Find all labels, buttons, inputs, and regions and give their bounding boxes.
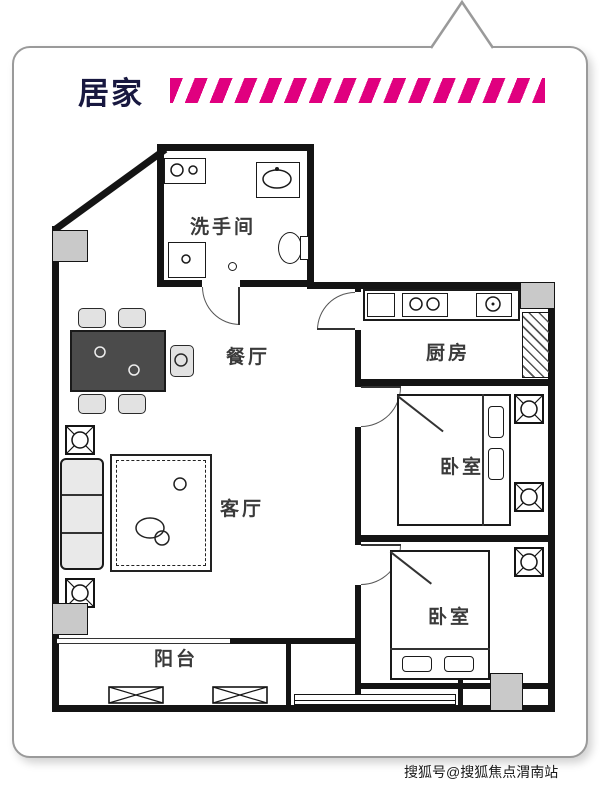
bedroom1-door-leaf bbox=[361, 386, 401, 388]
wall-bathroom-bottom-a bbox=[157, 280, 202, 287]
bottom-window-band bbox=[294, 694, 456, 705]
wall-outer-right bbox=[548, 282, 555, 712]
wall-kitchen-bedroom1 bbox=[361, 379, 555, 386]
toilet-bowl bbox=[278, 232, 302, 264]
washing-machine bbox=[164, 158, 206, 184]
wall-entry-diagonal bbox=[54, 146, 168, 232]
dining-chair bbox=[78, 308, 106, 328]
room-label-kitchen: 厨房 bbox=[426, 343, 471, 364]
wall-pier bbox=[52, 603, 88, 635]
wall-bathroom-left bbox=[157, 144, 164, 287]
bathroom-door-arc bbox=[202, 287, 240, 325]
living-rug bbox=[110, 454, 212, 572]
decor-box bbox=[65, 425, 95, 455]
kitchen-door-leaf bbox=[317, 328, 355, 330]
pillow bbox=[488, 406, 504, 438]
decor-box bbox=[65, 578, 95, 608]
room-label-balcony: 阳台 bbox=[154, 649, 199, 670]
toilet-tank bbox=[300, 236, 309, 260]
bathroom-sink bbox=[256, 162, 300, 198]
bedroom1-door-arc bbox=[361, 387, 401, 427]
room-label-bedroom-1: 卧室 bbox=[440, 457, 485, 478]
speech-bubble-pointer bbox=[429, 0, 495, 49]
room-label-bedroom-2: 卧室 bbox=[428, 607, 473, 628]
bed-headboard-line bbox=[390, 648, 490, 650]
kitchen-appliance bbox=[367, 293, 395, 317]
balcony-sliding-window bbox=[57, 638, 230, 644]
bathroom-door-leaf bbox=[238, 287, 240, 325]
stove bbox=[402, 293, 448, 317]
wall-spine-b bbox=[355, 330, 361, 387]
wall-outer-left bbox=[52, 226, 59, 705]
nightstand bbox=[514, 394, 544, 424]
dining-chair bbox=[118, 308, 146, 328]
wall-outer-bottom bbox=[52, 705, 555, 712]
wall-pier bbox=[520, 282, 555, 309]
room-label-dining: 餐厅 bbox=[226, 347, 271, 368]
kitchen-door-arc bbox=[317, 292, 355, 330]
sofa-cushion-line bbox=[62, 532, 102, 534]
page-title: 居家 bbox=[78, 76, 144, 111]
room-label-bathroom: 洗手间 bbox=[190, 217, 257, 238]
wall-bathroom-right bbox=[307, 144, 314, 289]
shower-tray bbox=[168, 242, 206, 278]
bedroom2-door-leaf bbox=[361, 544, 401, 546]
title-stripes-decoration bbox=[170, 78, 545, 103]
floor-drain bbox=[228, 262, 237, 271]
wall-pier bbox=[490, 673, 523, 711]
watermark-text: 搜狐号@搜狐焦点渭南站 bbox=[404, 764, 559, 780]
wall-living-balcony bbox=[230, 638, 361, 644]
wall-top-right bbox=[307, 282, 555, 289]
wall-spine-d bbox=[355, 585, 361, 705]
wall-bedroom1-bedroom2 bbox=[361, 535, 555, 542]
wall-pier bbox=[52, 230, 88, 262]
wall-balcony-right bbox=[286, 644, 291, 705]
dining-table bbox=[70, 330, 166, 392]
rug-border-pattern bbox=[116, 460, 206, 566]
balcony-window bbox=[212, 686, 268, 704]
wall-spine-a bbox=[355, 282, 361, 292]
wall-spine-c bbox=[355, 427, 361, 545]
nightstand bbox=[514, 547, 544, 577]
wall-bathroom-top bbox=[157, 144, 314, 151]
bed-headboard-line bbox=[482, 394, 484, 526]
kitchen-flue-shaft bbox=[522, 312, 550, 378]
dining-side-chair bbox=[170, 345, 194, 377]
sofa bbox=[60, 458, 104, 570]
sofa-cushion-line bbox=[62, 494, 102, 496]
pillow bbox=[402, 656, 432, 672]
nightstand bbox=[514, 482, 544, 512]
kitchen-sink bbox=[476, 293, 512, 317]
balcony-window bbox=[108, 686, 164, 704]
room-label-living: 客厅 bbox=[220, 499, 265, 520]
wall-bathroom-bottom-b bbox=[240, 280, 314, 287]
pillow bbox=[488, 448, 504, 480]
dining-chair bbox=[118, 394, 146, 414]
pillow bbox=[444, 656, 474, 672]
dining-chair bbox=[78, 394, 106, 414]
floor-plan: 洗手间 餐厅 厨房 卧室 客厅 卧室 阳台 bbox=[52, 142, 557, 727]
